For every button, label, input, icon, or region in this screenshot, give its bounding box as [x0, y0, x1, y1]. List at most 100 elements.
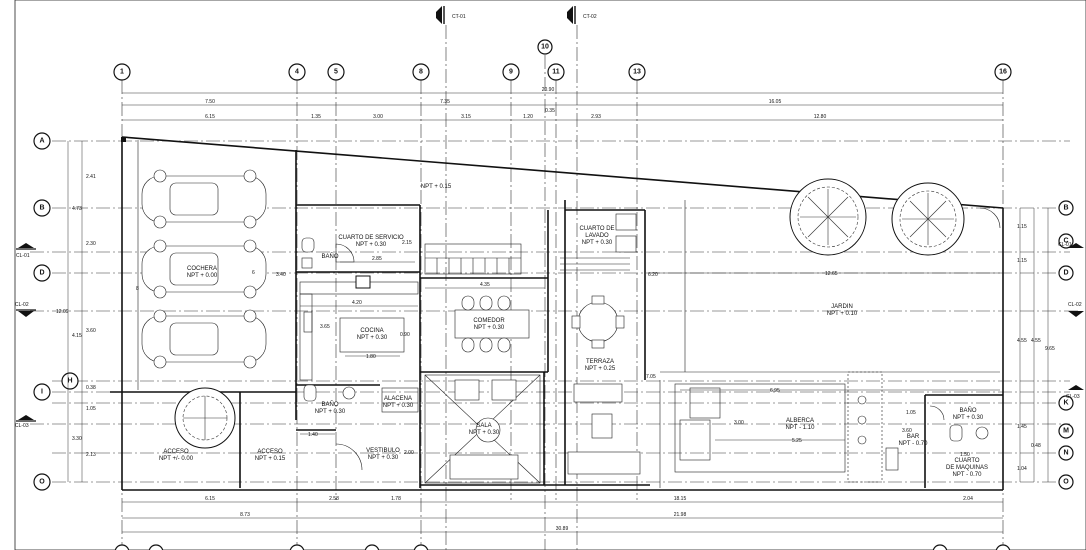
svg-text:16.05: 16.05: [769, 99, 782, 105]
svg-text:8.73: 8.73: [240, 512, 250, 518]
svg-text:1.05: 1.05: [906, 410, 916, 416]
svg-text:1.04: 1.04: [1017, 466, 1027, 472]
svg-text:I: I: [41, 389, 43, 396]
car-1: [141, 169, 267, 229]
alacena-npt: NPT + 0.30: [383, 403, 414, 409]
svg-text:4.15: 4.15: [72, 333, 82, 339]
svg-text:O: O: [39, 479, 45, 486]
svg-text:12.09: 12.09: [56, 309, 69, 315]
svg-text:12.80: 12.80: [814, 114, 827, 120]
svg-text:4.73: 4.73: [72, 206, 82, 212]
terraza-label: TERRAZA: [586, 359, 614, 365]
cuarto-lavado-label-2: LAVADO: [585, 233, 609, 239]
bano-2-npt: NPT + 0.30: [315, 409, 346, 415]
cuarto-lavado-npt: NPT + 0.30: [582, 240, 613, 246]
svg-text:3.60: 3.60: [86, 328, 96, 334]
cuarto-maquinas-npt: NPT - 0.70: [953, 472, 983, 478]
svg-text:2.85: 2.85: [372, 256, 382, 262]
car-3: [141, 309, 267, 369]
svg-text:D: D: [1063, 270, 1068, 277]
svg-text:6.15: 6.15: [205, 114, 215, 120]
left-axis-bubbles: A B D H I O: [33, 132, 79, 491]
svg-text:2.13: 2.13: [86, 452, 96, 458]
svg-text:3.60: 3.60: [902, 428, 912, 434]
tree-icon: [174, 387, 236, 449]
bottom-dimensions: 6.15 2.58 1.78 18.15 2.04 8.73 21.98 30.…: [122, 496, 1003, 533]
svg-text:3.65: 3.65: [320, 324, 330, 330]
svg-text:3.30: 3.30: [72, 436, 82, 442]
svg-text:7.05: 7.05: [646, 374, 656, 380]
svg-text:8: 8: [419, 69, 423, 76]
cuarto-maquinas-label-2: DE MAQUINAS: [946, 465, 988, 471]
cut-cl01-label: CL-01: [16, 253, 30, 259]
kitchen-fixtures: [299, 275, 419, 413]
svg-text:1.50: 1.50: [960, 452, 970, 458]
svg-text:B: B: [39, 205, 44, 212]
svg-text:20.90: 20.90: [542, 87, 555, 93]
svg-text:1.15: 1.15: [1017, 224, 1027, 230]
svg-text:12.65: 12.65: [825, 271, 838, 277]
svg-text:A: A: [39, 138, 44, 145]
cut-cl01-right-label: CL-01: [1058, 242, 1072, 248]
acceso-2-label: ACCESO: [257, 449, 283, 455]
svg-text:K: K: [1063, 400, 1068, 407]
svg-text:O: O: [1063, 479, 1069, 486]
tree-icon: [891, 182, 965, 256]
alacena-label: ALACENA: [384, 396, 412, 402]
svg-text:18.15: 18.15: [674, 496, 687, 502]
svg-text:3.40: 3.40: [276, 272, 286, 278]
left-dimensions: 2.41 4.73 2.30 4.15 3.60 0.38 1.05 3.30 …: [56, 141, 96, 482]
svg-text:11: 11: [552, 69, 560, 76]
top-dimensions: 20.90 7.50 7.35 16.05 6.15 1.35 3.00 3.1…: [122, 87, 1003, 121]
cuarto-servicio-npt: NPT + 0.30: [356, 242, 387, 248]
acceso-2-npt: NPT + 0.15: [255, 456, 286, 462]
svg-text:6.20: 6.20: [648, 272, 658, 278]
svg-text:C: C: [1063, 238, 1068, 245]
svg-text:1.40: 1.40: [308, 432, 318, 438]
svg-text:7.35: 7.35: [440, 99, 450, 105]
svg-text:2.04: 2.04: [963, 496, 973, 502]
cut-cl03-left-label: CL-03: [15, 423, 29, 429]
svg-text:B: B: [1063, 205, 1068, 212]
svg-text:1.20: 1.20: [523, 114, 533, 120]
cut-cl02-right-label: CL-02: [1068, 302, 1082, 308]
doors: [335, 207, 1001, 471]
svg-text:3.00: 3.00: [734, 420, 744, 426]
cochera-npt: NPT + 0.00: [187, 273, 218, 279]
right-axis-bubbles: B C D K M N O: [1058, 200, 1074, 490]
comedor-npt: NPT + 0.30: [474, 325, 505, 331]
svg-text:6.95: 6.95: [770, 388, 780, 394]
bano-3-label: BAÑO: [959, 407, 976, 414]
section-ct02-label: CT-02: [583, 14, 597, 20]
top-axis-bubbles: 1 4 5 8 9 10 11 13 16: [113, 39, 1012, 81]
svg-text:10: 10: [541, 44, 549, 51]
cut-cl03-right-label: CL-03: [1066, 394, 1080, 400]
bano-1-label: BAÑO: [321, 253, 338, 260]
svg-text:1.80: 1.80: [366, 354, 376, 360]
cocina-label: COCINA: [360, 328, 383, 334]
svg-text:0.35: 0.35: [545, 108, 555, 114]
cuarto-servicio-label: CUARTO DE SERVICIO: [338, 235, 404, 241]
svg-text:9.65: 9.65: [1045, 346, 1055, 352]
svg-text:5: 5: [334, 69, 338, 76]
sala-npt: NPT + 0.30: [469, 430, 500, 436]
vestibulo-label: VESTIBULO: [366, 448, 400, 454]
jardin-npt: NPT + 0.10: [827, 311, 858, 317]
svg-text:1.05: 1.05: [86, 406, 96, 412]
svg-text:2.58: 2.58: [329, 496, 339, 502]
svg-text:5.25: 5.25: [792, 438, 802, 444]
svg-text:9: 9: [509, 69, 513, 76]
jardin-label: JARDIN: [831, 304, 853, 310]
bar-npt: NPT - 0.70: [899, 441, 929, 447]
svg-text:1.78: 1.78: [391, 496, 401, 502]
inner-dimensions: 2.85 2.15 4.35 4.20 3.65 1.80 0.90 1.40 …: [136, 240, 1000, 458]
svg-text:N: N: [1063, 450, 1068, 457]
svg-text:4.20: 4.20: [352, 300, 362, 306]
svg-text:4.55: 4.55: [1031, 338, 1041, 344]
svg-text:0.90: 0.90: [400, 332, 410, 338]
terrace-furniture: [567, 295, 641, 475]
horizontal-grid: [30, 140, 1080, 483]
cut-cl02-label: CL-02: [15, 302, 29, 308]
svg-text:4: 4: [295, 69, 299, 76]
